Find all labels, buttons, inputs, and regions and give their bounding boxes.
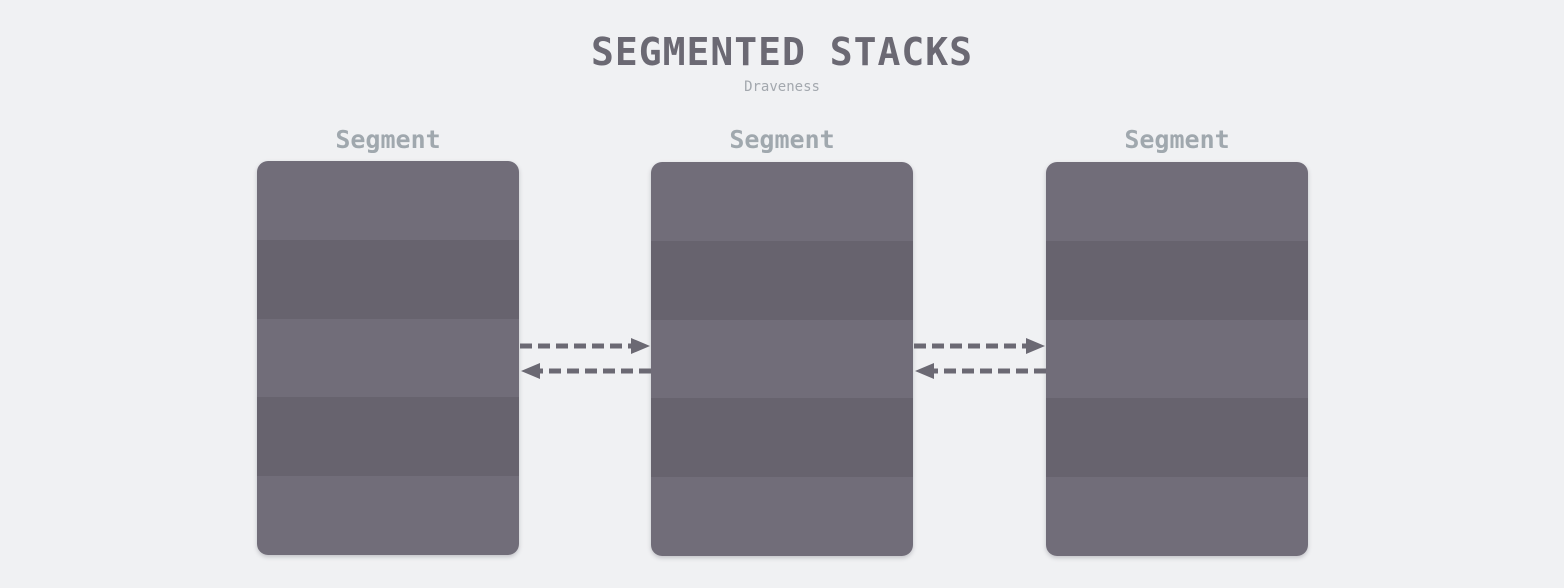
stack-frame	[651, 240, 913, 320]
segment-1	[257, 161, 519, 555]
stack-frame	[1046, 477, 1308, 556]
stack-frame	[257, 476, 519, 555]
diagram-title: SEGMENTED STACKS	[590, 30, 974, 74]
arrow-forward-2-3	[914, 338, 1045, 354]
stack-frame	[257, 239, 519, 319]
stack-frame	[257, 397, 519, 477]
stack-frame	[1046, 162, 1308, 241]
segment-2	[651, 162, 913, 556]
stack-frame	[257, 161, 519, 240]
stack-frame	[651, 162, 913, 241]
stack-frame	[651, 319, 913, 399]
stack-frame	[257, 318, 519, 398]
diagram-subtitle: Draveness	[744, 79, 820, 95]
stack-frame	[1046, 319, 1308, 399]
segment-label-2: Segment	[729, 125, 835, 154]
stack-frame	[651, 477, 913, 556]
arrow-backward-2-1	[521, 363, 651, 379]
segment-3	[1046, 162, 1308, 556]
stack-frame	[1046, 240, 1308, 320]
arrow-backward-3-2	[915, 363, 1046, 379]
segment-label-3: Segment	[1124, 125, 1230, 154]
segment-label-1: Segment	[335, 125, 441, 154]
arrow-forward-1-2	[520, 338, 650, 354]
stack-frame	[1046, 398, 1308, 478]
stack-frame	[651, 398, 913, 478]
